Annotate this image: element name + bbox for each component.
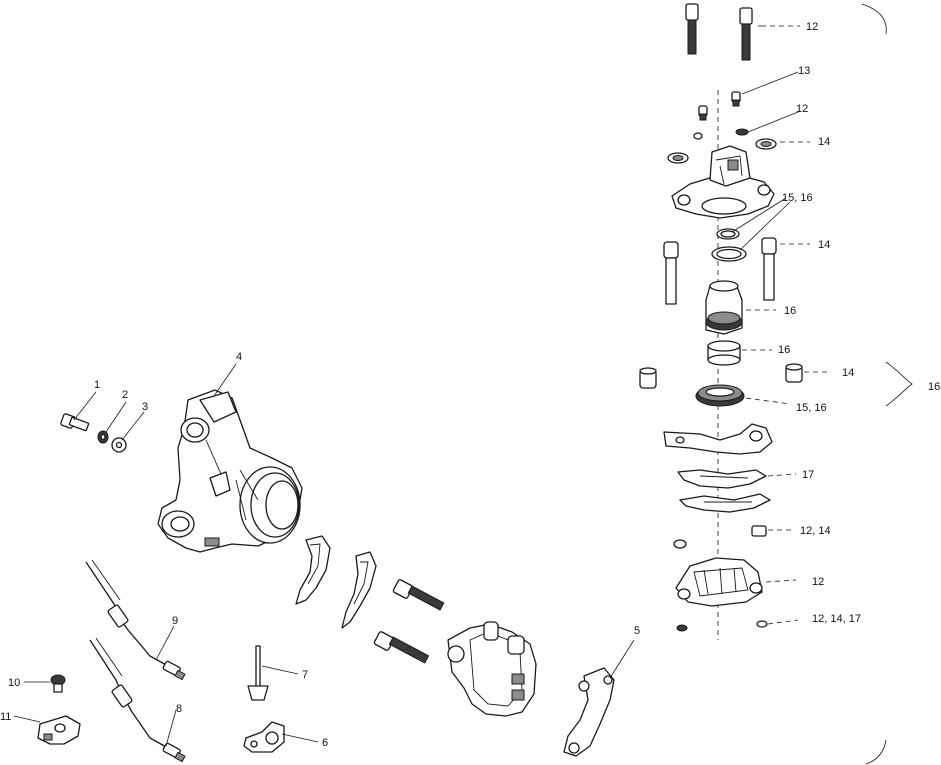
brake-pad-left-a	[295, 535, 331, 605]
part-2-washer	[97, 430, 109, 444]
small-fitting-left	[698, 105, 708, 121]
bracket-bottom	[865, 739, 887, 765]
small-washer	[673, 539, 687, 549]
piston	[705, 280, 743, 335]
callout-9: 9	[172, 615, 178, 627]
callout-2: 2	[122, 389, 128, 401]
part-9-brake-line	[85, 559, 186, 681]
washer-right-top	[755, 138, 777, 150]
callout-15-16-seal: 15, 16	[796, 402, 827, 414]
callout-12-top: 12	[806, 21, 818, 33]
callout-7: 7	[302, 669, 308, 681]
callout-17: 17	[802, 469, 814, 481]
long-bolt-left	[663, 241, 679, 305]
brake-pad-right-upper	[677, 469, 767, 489]
callout-11: 11	[0, 711, 11, 723]
bracket-top	[861, 3, 887, 35]
callout-10: 10	[8, 677, 20, 689]
callout-4: 4	[236, 351, 242, 363]
callout-16-group: 16	[928, 381, 940, 393]
callout-labels: 1 2 3 4 5 6 7 8 9 10 11 12 13 12 14 15, …	[0, 21, 940, 749]
bracket-mid	[885, 361, 913, 407]
callout-3: 3	[142, 401, 148, 413]
leader-lines	[13, 25, 830, 747]
callout-16-piston: 16	[784, 305, 796, 317]
top-bolt-right	[739, 7, 753, 61]
callout-15-16-top: 15, 16	[782, 192, 813, 204]
part-6-clamp	[243, 721, 285, 753]
callout-12-lower: 12	[812, 576, 824, 588]
caliper-body-upper	[671, 145, 775, 219]
callout-14-bushing: 14	[842, 367, 854, 379]
part-8-brake-line	[89, 637, 186, 763]
caliper-body-lower	[675, 557, 763, 607]
callout-8: 8	[176, 703, 182, 715]
piston-insulator	[707, 340, 741, 366]
small-bushing	[751, 525, 767, 537]
bleeder-screw	[731, 91, 741, 107]
callout-12-14: 12, 14	[800, 525, 831, 537]
caliper-pin-upper	[392, 579, 445, 611]
callout-13: 13	[798, 65, 810, 77]
callout-14-bolts: 14	[818, 239, 830, 251]
small-ring	[693, 132, 703, 140]
bottom-small-washer	[756, 620, 768, 628]
part-1-bolt	[60, 413, 90, 432]
piston-seal-large	[695, 384, 745, 407]
long-bolt-right	[761, 237, 777, 301]
part-11-clip	[37, 715, 81, 745]
part-5-bracket	[563, 667, 615, 757]
callout-14-top: 14	[818, 136, 830, 148]
callout-1: 1	[94, 379, 100, 391]
seal-ring-small	[716, 228, 740, 240]
part-3-washer	[111, 437, 127, 453]
part-7-rivet	[247, 645, 269, 701]
small-seal	[735, 128, 749, 136]
brake-caliper	[447, 621, 537, 717]
callout-12-second: 12	[796, 103, 808, 115]
caliper-pin-lower	[373, 631, 430, 664]
brake-pad-left-b	[341, 551, 377, 629]
mounting-plate	[663, 423, 773, 455]
bushing-right	[785, 363, 803, 383]
callout-5: 5	[634, 625, 640, 637]
bushing-left	[639, 367, 657, 389]
callout-6: 6	[322, 737, 328, 749]
part-4-knuckle-housing	[157, 389, 303, 553]
callout-12-14-17: 12, 14, 17	[812, 613, 861, 625]
brake-pad-right-lower	[679, 493, 771, 513]
bottom-small-seal	[676, 624, 688, 632]
seal-ring-large	[711, 246, 747, 262]
top-bolt-left	[685, 3, 699, 55]
washer-left-top	[667, 152, 689, 164]
callout-16-insulator: 16	[778, 344, 790, 356]
part-10-bolt	[50, 674, 66, 693]
